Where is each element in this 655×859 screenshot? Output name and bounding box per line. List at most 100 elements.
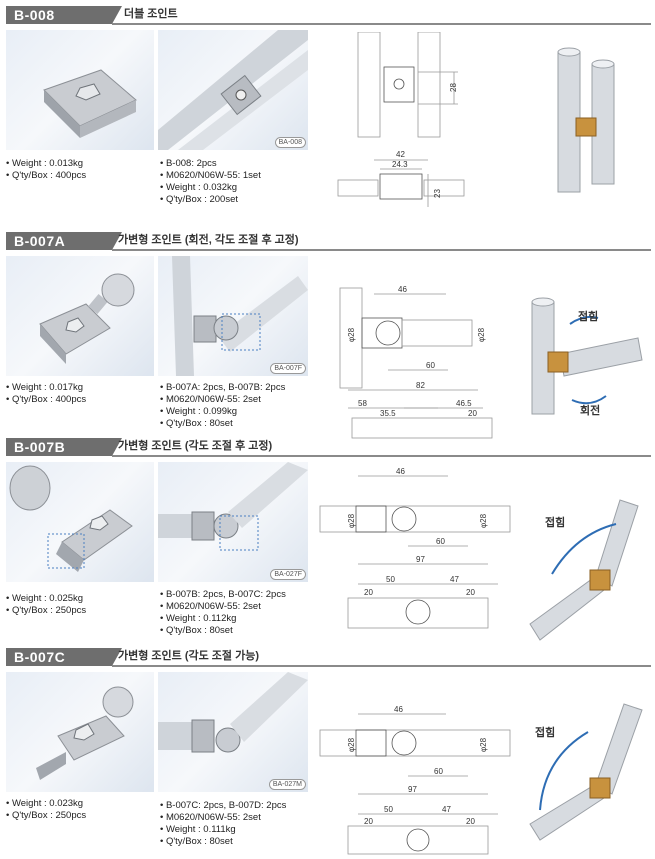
product-code: B-007A [6,232,112,250]
assembly-code-tag: BA-008 [274,137,306,148]
set-specs: B-007C: 2pcs, B-007D: 2pcs M0620/N06W-55… [160,800,286,848]
dimension-drawing: 46 φ28 φ28 60 97 50 47 20 20 [319,467,511,629]
rotating-joint-assembly-image [172,256,308,376]
set-specs: B-008: 2pcs M0620/N06W-55: 1set Weight :… [160,158,261,206]
dimension-label: 20 [364,817,373,826]
spec-line: B-008: 2pcs [160,158,261,170]
section-b-007b: B-007B 가변형 조인트 (각도 조절 후 고정) BA-027F Weig… [0,436,655,649]
assembly-code-tag: BA-007F [270,363,306,374]
part-photo [6,256,154,376]
part-photo [6,30,154,150]
spec-line: Q'ty/Box : 400pcs [6,394,86,406]
spec-line: Q'ty/Box : 250pcs [6,810,86,822]
spec-line: Q'ty/Box : 400pcs [6,170,86,182]
spec-line: Weight : 0.111kg [160,824,286,836]
part-specs: Weight : 0.025kg Q'ty/Box : 250pcs [6,593,86,617]
dimension-drawing: 46 φ28 φ28 60 82 58 46.5 35.5 20 [339,285,493,439]
dimension-label: 42 [396,150,405,159]
assembly-photo: BA-008 [158,30,308,150]
section-header: B-008 더블 조인트 [0,4,655,26]
spec-line: B-007B: 2pcs, B-007C: 2pcs [160,589,286,601]
dimension-label: φ28 [479,513,488,528]
dimension-label: 46 [398,285,407,294]
dimension-label: 46.5 [456,399,472,408]
spec-line: B-007A: 2pcs, B-007B: 2pcs [160,382,285,394]
dimension-label: 20 [466,817,475,826]
fold-label: 접힘 [578,311,599,323]
dimension-label: 60 [434,767,443,776]
dimension-label: 28 [449,83,458,92]
spec-line: Weight : 0.032kg [160,182,261,194]
dimension-label: 20 [468,409,477,418]
set-specs: B-007A: 2pcs, B-007B: 2pcs M0620/N06W-55… [160,382,285,430]
dimension-label: 46 [394,705,403,714]
product-title: 가변형 조인트 (회전, 각도 조절 후 고정) [118,234,299,246]
part-photo [6,462,154,582]
product-code: B-008 [6,6,112,24]
dimension-label: 24.3 [392,160,408,169]
part-specs: Weight : 0.017kg Q'ty/Box : 400pcs [6,382,86,406]
spec-line: Q'ty/Box : 80set [160,625,286,637]
dimension-label: 60 [436,537,445,546]
dimension-label: φ28 [477,327,486,342]
product-render [557,47,615,193]
double-joint-part-image [43,69,137,138]
dimension-drawing: 46 φ28 φ28 60 97 50 47 20 20 [319,705,511,855]
section-header: B-007A 가변형 조인트 (회전, 각도 조절 후 고정) [0,230,655,252]
dimension-label: 97 [416,555,425,564]
rotate-label: 회전 [580,405,601,417]
spec-line: Weight : 0.025kg [6,593,86,605]
section-header: B-007B 가변형 조인트 (각도 조절 후 고정) [0,436,655,458]
dimension-drawing: 28 42 24.3 23 [337,32,465,207]
spec-line: M0620/N06W-55: 2set [160,812,286,824]
part-specs: Weight : 0.013kg Q'ty/Box : 400pcs [6,158,86,182]
dimension-label: 97 [408,785,417,794]
spec-line: M0620/N06W-55: 1set [160,170,261,182]
product-render [531,297,643,415]
product-render [529,499,639,641]
assembly-code-tag: BA-027M [268,779,306,790]
angle-joint-part-image [9,465,133,572]
set-specs: B-007B: 2pcs, B-007C: 2pcs M0620/N06W-55… [160,589,286,637]
section-header: B-007C 가변형 조인트 (각도 조절 가능) [0,646,655,668]
assembly-photo: BA-007F [158,256,308,376]
product-title: 가변형 조인트 (각도 조절 후 고정) [118,440,273,452]
dimension-label: 46 [396,467,405,476]
dimension-label: φ28 [347,513,356,528]
section-b-007c: B-007C 가변형 조인트 (각도 조절 가능) BA-027M Weight… [0,646,655,859]
spec-line: Weight : 0.013kg [6,158,86,170]
dimension-label: 50 [384,805,393,814]
spec-line: M0620/N06W-55: 2set [160,394,285,406]
adjustable-joint-assembly-image [158,672,308,753]
dimension-label: 82 [416,381,425,390]
spec-line: Q'ty/Box : 80set [160,418,285,430]
dimension-label: 20 [466,588,475,597]
rotating-joint-part-image [39,273,135,364]
spec-line: Weight : 0.112kg [160,613,286,625]
product-render [529,703,643,841]
spec-line: M0620/N06W-55: 2set [160,601,286,613]
section-b-008: B-008 더블 조인트 BA-008 Weight : 0.013kg Q't… [0,4,655,217]
part-specs: Weight : 0.023kg Q'ty/Box : 250pcs [6,798,86,822]
dimension-label: 20 [364,588,373,597]
product-code: B-007C [6,648,112,666]
dimension-label: 60 [426,361,435,370]
double-joint-assembly-image [158,30,308,150]
dimension-label: 58 [358,399,367,408]
product-title: 더블 조인트 [124,8,178,20]
assembly-photo: BA-027F [158,462,308,582]
part-photo [6,672,154,792]
spec-line: Q'ty/Box : 80set [160,836,286,848]
product-code: B-007B [6,438,112,456]
dimension-label: φ28 [347,737,356,752]
assembly-photo: BA-027M [158,672,308,792]
angle-joint-assembly-image [158,462,308,551]
dimension-label: 35.5 [380,409,396,418]
spec-line: Q'ty/Box : 250pcs [6,605,86,617]
spec-line: Weight : 0.099kg [160,406,285,418]
dimension-label: φ28 [347,327,356,342]
fold-label: 접힘 [545,517,566,529]
dimension-label: 47 [442,805,451,814]
assembly-code-tag: BA-027F [270,569,306,580]
dimension-label: 50 [386,575,395,584]
